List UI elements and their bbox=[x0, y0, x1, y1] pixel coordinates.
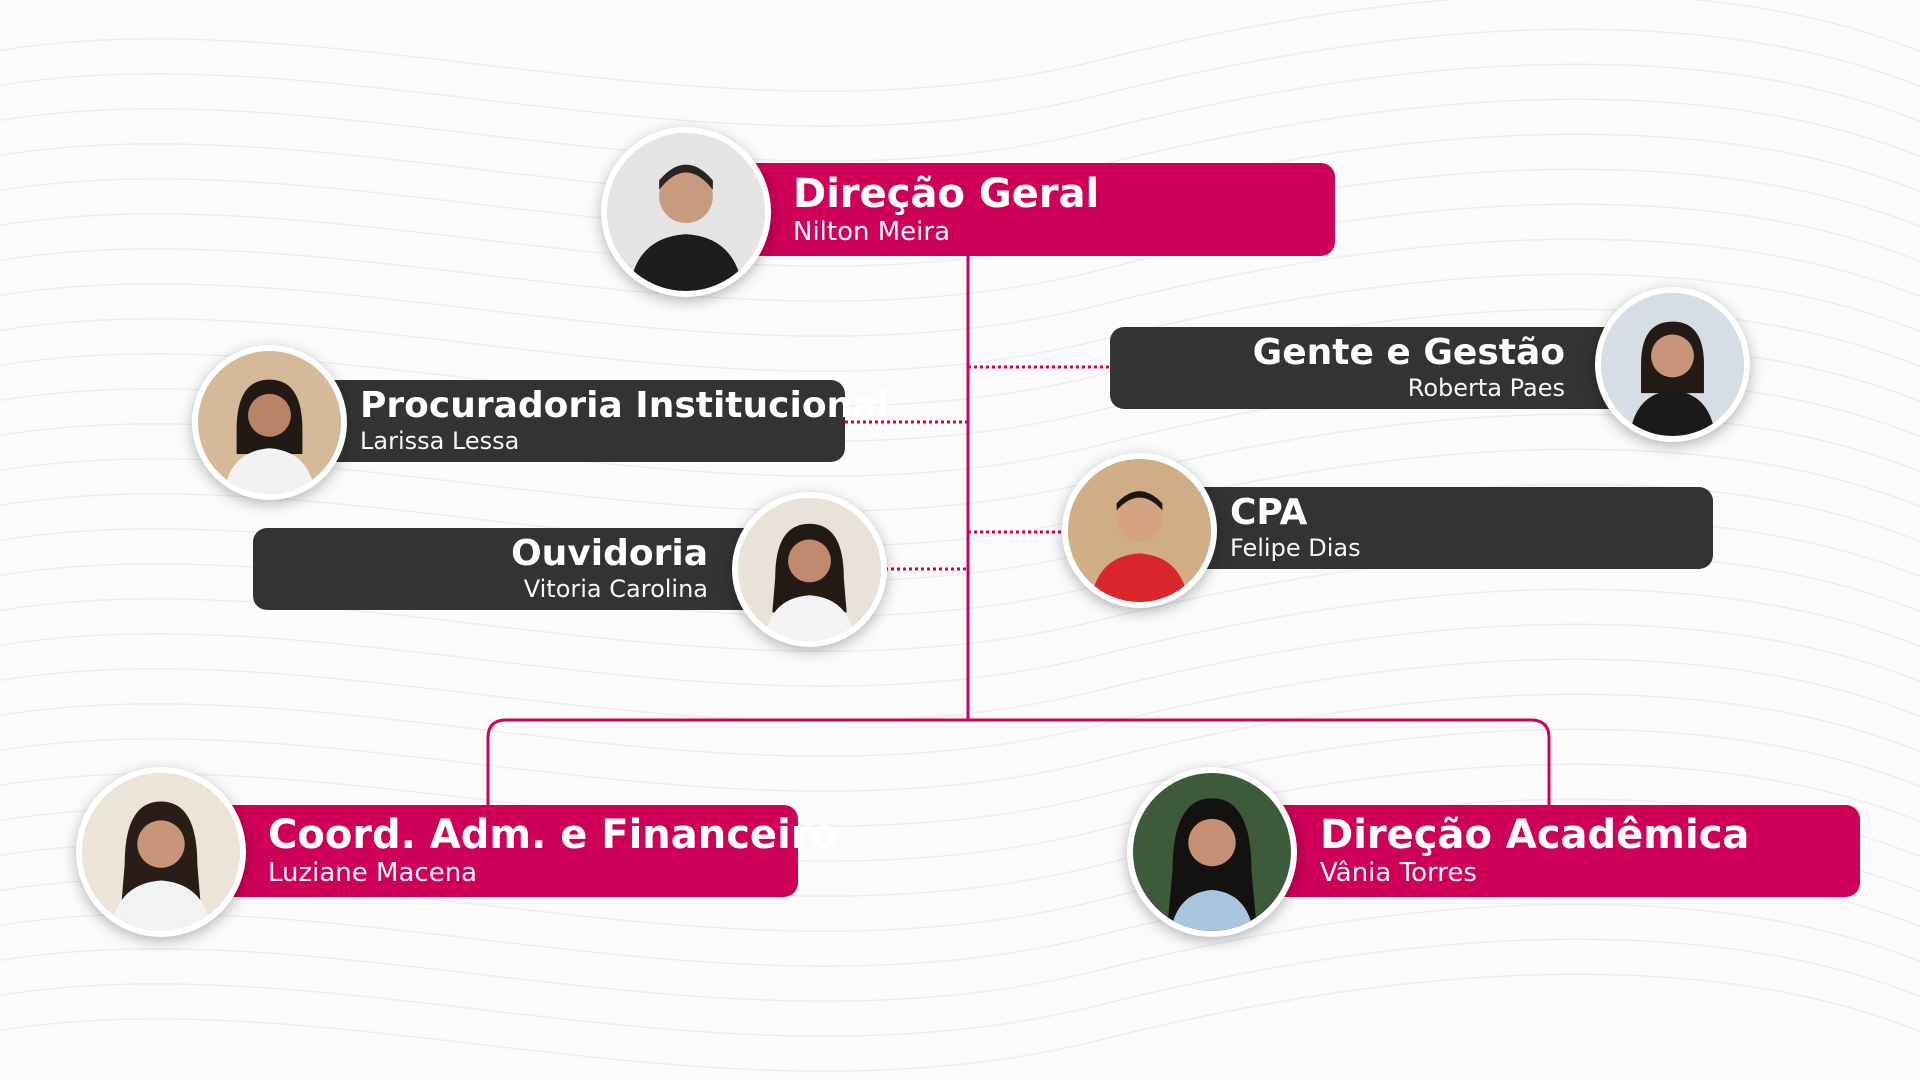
person-photo-icon bbox=[192, 345, 347, 500]
node-title: Coord. Adm. e Financeiro bbox=[268, 812, 838, 858]
person-photo-icon bbox=[1595, 287, 1750, 442]
node-coord-adm: Coord. Adm. e Financeiro Luziane Macena bbox=[215, 805, 838, 897]
node-person: Vitoria Carolina bbox=[523, 575, 708, 603]
node-title: Ouvidoria bbox=[511, 533, 708, 574]
node-procuradoria: Procuradoria Institucional Larissa Lessa bbox=[305, 380, 889, 462]
node-ouvidoria: Ouvidoria Vitoria Carolina bbox=[253, 528, 793, 610]
node-direcao-academica: Direção Acadêmica Vânia Torres bbox=[1265, 805, 1860, 897]
node-person: Nilton Meira bbox=[793, 216, 951, 247]
node-direcao-geral: Direção Geral Nilton Meira bbox=[740, 163, 1335, 256]
node-person: Felipe Dias bbox=[1230, 534, 1361, 562]
node-title: Gente e Gestão bbox=[1252, 332, 1565, 373]
node-title: Direção Acadêmica bbox=[1320, 812, 1750, 858]
node-person: Roberta Paes bbox=[1407, 374, 1565, 402]
person-photo-icon bbox=[732, 492, 887, 647]
node-person: Larissa Lessa bbox=[360, 427, 520, 455]
person-photo-icon bbox=[76, 767, 246, 937]
person-photo-icon bbox=[601, 127, 771, 297]
node-title: Procuradoria Institucional bbox=[360, 385, 889, 426]
node-person: Luziane Macena bbox=[268, 858, 478, 888]
node-title: CPA bbox=[1230, 492, 1308, 533]
bottom-branch-line bbox=[486, 718, 1551, 805]
node-person: Vânia Torres bbox=[1320, 858, 1477, 888]
node-cpa: CPA Felipe Dias bbox=[1150, 487, 1713, 569]
node-title: Direção Geral bbox=[793, 170, 1100, 217]
person-photo-icon bbox=[1062, 453, 1217, 608]
person-photo-icon bbox=[1127, 767, 1297, 937]
node-gente-gestao: Gente e Gestão Roberta Paes bbox=[1110, 327, 1650, 409]
